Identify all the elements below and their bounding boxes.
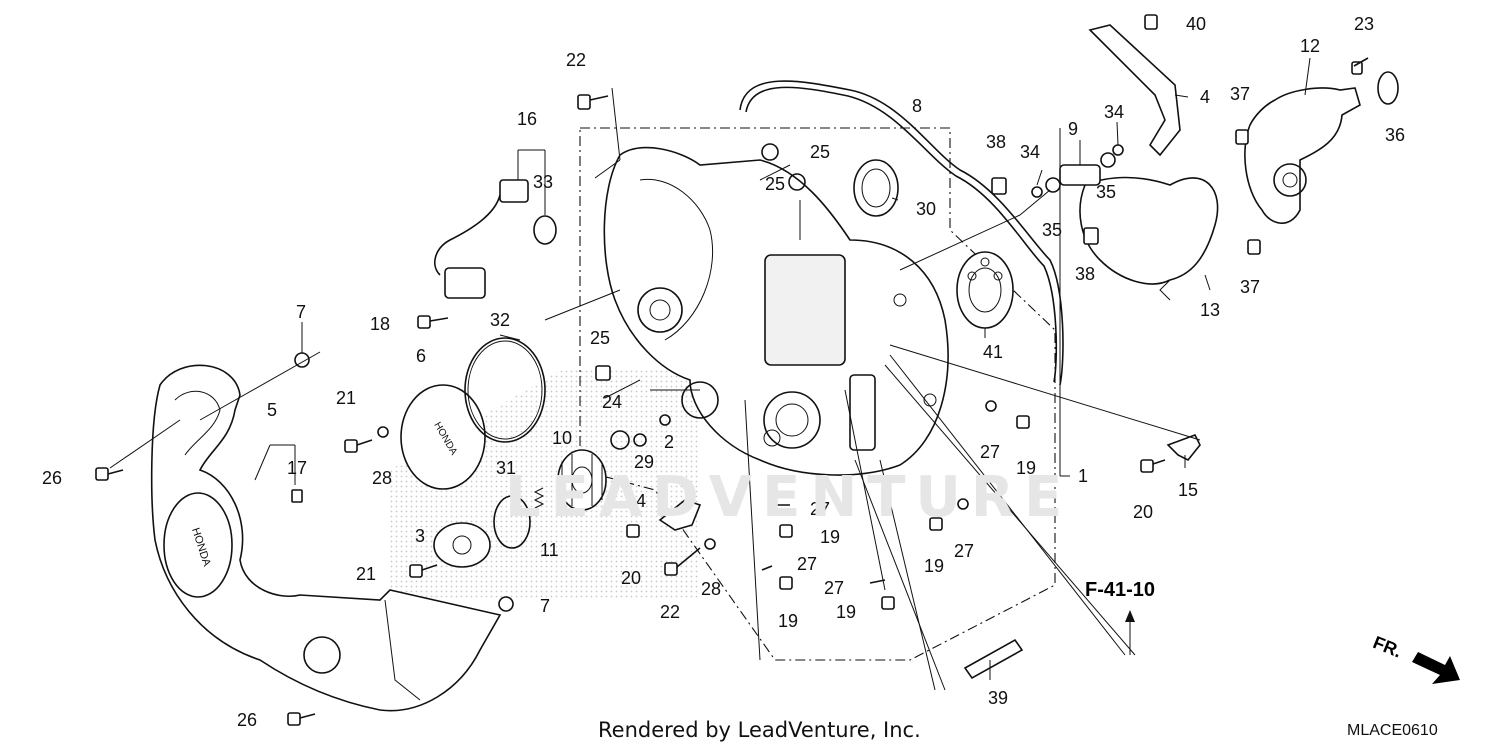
o-ring-33	[533, 215, 557, 245]
label-4: 4	[1200, 87, 1210, 107]
label-22a: 22	[566, 50, 586, 70]
label-38b: 38	[1075, 264, 1095, 284]
stay-4	[1088, 24, 1181, 157]
label-19d: 19	[778, 611, 798, 631]
label-30: 30	[916, 199, 936, 219]
label-21b: 21	[356, 564, 376, 584]
label-2: 2	[664, 432, 674, 452]
oil-seal-30	[853, 159, 899, 217]
label-21a: 21	[336, 388, 356, 408]
label-7a: 7	[296, 302, 306, 322]
label-3: 3	[415, 526, 425, 546]
spring-11	[533, 487, 545, 509]
label-19c: 19	[924, 556, 944, 576]
label-38a: 38	[986, 132, 1006, 152]
label-25b: 25	[765, 174, 785, 194]
sensor-harness-16	[434, 194, 501, 276]
oil-filter-10	[557, 449, 607, 511]
label-27c: 27	[954, 541, 974, 561]
water-pump-12	[1244, 87, 1361, 224]
reference-f-41-10: F-41-10	[1085, 579, 1155, 601]
fasteners	[95, 14, 1369, 726]
label-41: 41	[983, 342, 1003, 362]
label-25c: 25	[590, 328, 610, 348]
diagram-code: MLACE0610	[1347, 722, 1438, 739]
label-18: 18	[370, 314, 390, 334]
label-11: 11	[540, 540, 559, 560]
filter-cover-3	[433, 522, 491, 568]
label-28b: 28	[701, 579, 721, 599]
label-27a: 27	[980, 442, 1000, 462]
label-25a: 25	[810, 142, 830, 162]
label-6: 6	[416, 346, 426, 366]
label-17: 17	[287, 458, 307, 478]
dowel-39	[963, 638, 1024, 680]
label-39: 39	[988, 688, 1008, 708]
leader-lines	[109, 57, 1311, 691]
label-13: 13	[1200, 300, 1220, 320]
cap-6	[400, 384, 486, 490]
label-26a: 26	[42, 468, 62, 488]
stay-14	[658, 499, 702, 531]
label-33: 33	[533, 172, 553, 192]
watermark: LEADVENTURE	[505, 465, 1073, 530]
label-27b: 27	[810, 499, 830, 519]
label-27e: 27	[824, 578, 844, 598]
side-cover-5	[150, 364, 502, 712]
label-20a: 20	[1133, 502, 1153, 522]
part-labels: 1 2 3 4 5 6 7 7 8 9 10 11 12 13 14 15 16…	[42, 14, 1405, 730]
label-34a: 34	[1020, 142, 1040, 162]
label-35b: 35	[1096, 182, 1116, 202]
label-19e: 19	[836, 602, 856, 622]
label-8: 8	[912, 96, 922, 116]
label-36: 36	[1385, 125, 1405, 145]
label-26b: 26	[237, 710, 257, 730]
o-ring-36	[1377, 71, 1399, 105]
label-31: 31	[496, 458, 516, 478]
label-22b: 22	[660, 602, 680, 622]
label-7b: 7	[540, 596, 550, 616]
label-12: 12	[1300, 36, 1320, 56]
label-29: 29	[634, 452, 654, 472]
front-direction-arrow: FR.	[1370, 632, 1460, 684]
label-28a: 28	[372, 468, 392, 488]
label-19a: 19	[1016, 458, 1036, 478]
label-37b: 37	[1240, 277, 1260, 297]
label-27d: 27	[797, 554, 817, 574]
o-ring-32	[464, 337, 546, 443]
label-32: 32	[490, 310, 510, 330]
label-1: 1	[1078, 466, 1088, 486]
label-35a: 35	[1042, 220, 1062, 240]
label-19b: 19	[820, 527, 840, 547]
label-20b: 20	[621, 568, 641, 588]
label-37a: 37	[1230, 84, 1250, 104]
front-label: FR.	[1370, 632, 1404, 661]
shaft-9	[1059, 164, 1101, 186]
label-40: 40	[1186, 14, 1206, 34]
label-5: 5	[267, 400, 277, 420]
gasket-8	[739, 80, 1064, 386]
label-23: 23	[1354, 14, 1374, 34]
assembly-boundary	[579, 127, 1056, 661]
footer-credit: Rendered by LeadVenture, Inc.	[598, 718, 921, 742]
bearing-41	[956, 251, 1014, 329]
label-15: 15	[1178, 480, 1198, 500]
label-10: 10	[552, 428, 572, 448]
gasket-13	[1079, 176, 1219, 285]
label-34b: 34	[1104, 102, 1124, 122]
label-24: 24	[602, 392, 622, 412]
o-ring-31	[493, 495, 531, 549]
label-16: 16	[517, 109, 537, 129]
label-14: 14	[626, 491, 646, 511]
label-9: 9	[1068, 119, 1078, 139]
